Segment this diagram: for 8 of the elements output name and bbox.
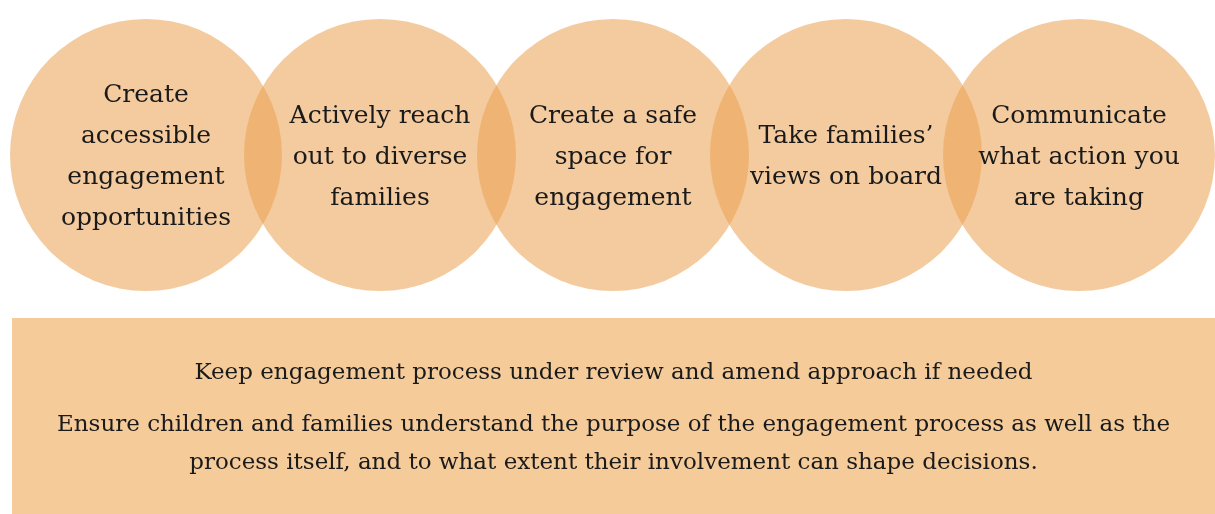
step-label: Communicate what action you are taking — [977, 98, 1181, 213]
step-label: Take families’ views on board — [748, 119, 944, 192]
step-label: Create accessible engagement opportunities — [60, 78, 232, 233]
band-text: Ensure children and families understand the purpose of the engagement process as well as the process itself, and to what extent their involvement can shape decisions. — [56, 409, 1171, 476]
band-heading: Keep engagement process under review and amend approach if needed — [194, 357, 1033, 386]
step-label: Actively reach out to diverse families — [288, 98, 472, 213]
principle-band — [12, 318, 1215, 514]
step-label: Create a safe space for engagement — [527, 98, 699, 213]
